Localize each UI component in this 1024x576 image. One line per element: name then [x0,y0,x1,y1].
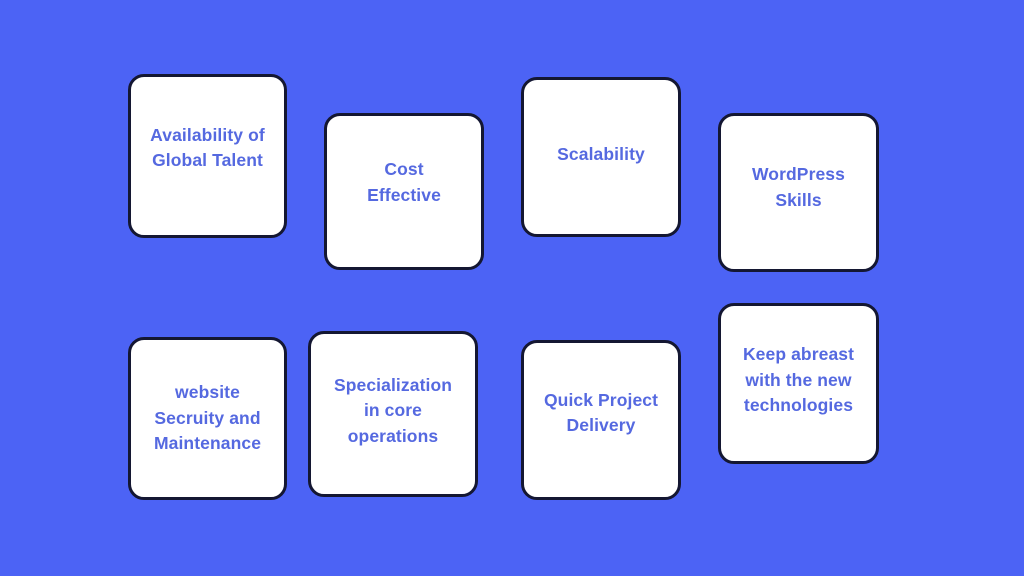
card-scalability[interactable]: Scalability [521,77,681,237]
card-quick-project-delivery[interactable]: Quick Project Delivery [521,340,681,500]
card-wordpress-skills[interactable]: WordPress Skills [718,113,879,272]
card-cost-effective[interactable]: Cost Effective [324,113,484,270]
card-availability-of-global-talent[interactable]: Availability of Global Talent [128,74,287,238]
card-label: Scalability [557,144,645,165]
card-label: Specialization in core operations [333,374,453,446]
card-specialization-in-core-operations[interactable]: Specialization in core operations [308,331,478,497]
card-label: Quick Project Delivery [543,389,659,436]
card-label: WordPress Skills [752,164,845,210]
card-keep-abreast-with-the-new-technologies[interactable]: Keep abreast with the new technologies [718,303,879,464]
card-website-security-and-maintenance[interactable]: website Secruity and Maintenance [128,337,287,500]
card-label: website Secruity and Maintenance [153,382,262,454]
card-label: Cost Effective [367,159,441,205]
card-label: Keep abreast with the new technologies [742,344,855,416]
card-label: Availability of Global Talent [150,124,265,171]
